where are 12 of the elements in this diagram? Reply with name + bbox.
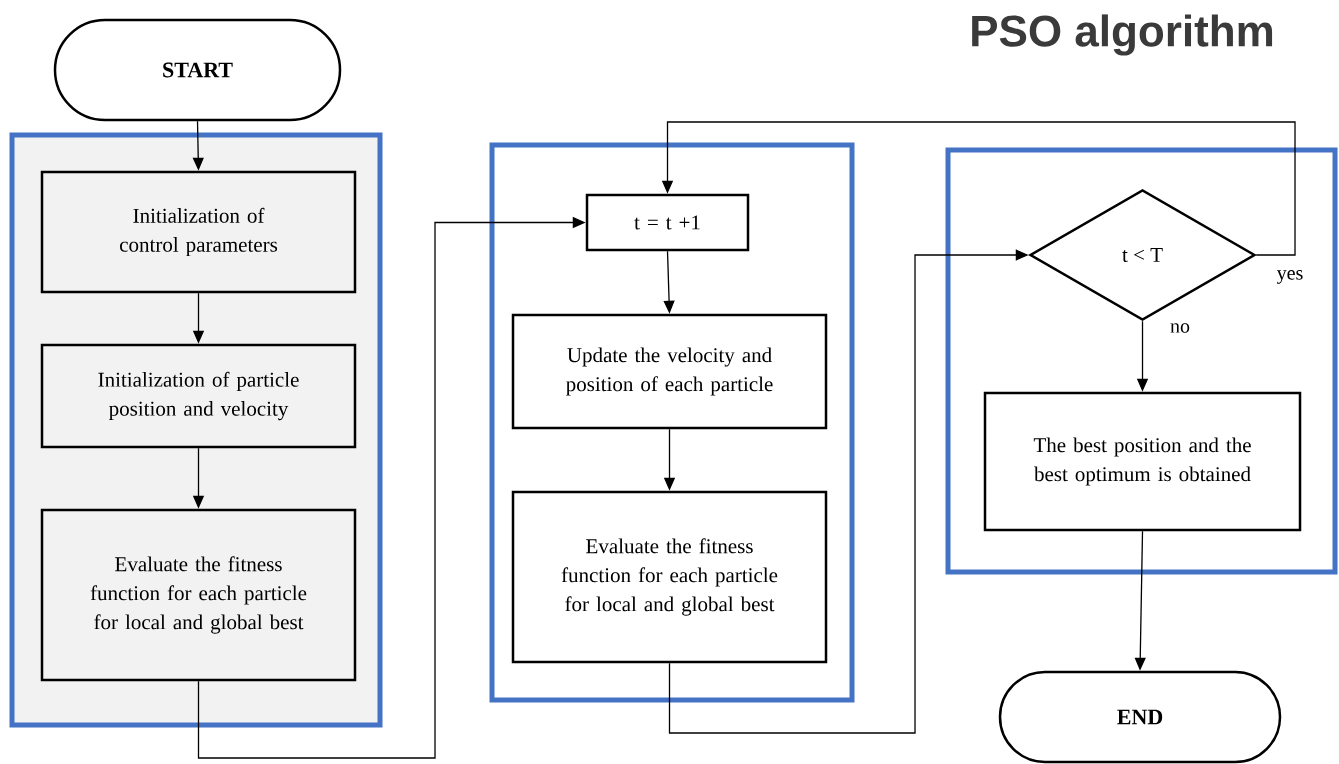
process-box: Evaluate the fitness function for each particle for local and global best (40, 508, 357, 682)
process-box: Initialization of particle position and velocity (40, 343, 357, 449)
process-box: Initialization of control parameters (40, 170, 357, 294)
terminal-node: END (998, 670, 1282, 764)
process-box: The best position and the best optimum is obtained (983, 391, 1302, 532)
process-box: Update the velocity and position of each particle (511, 313, 828, 430)
edge-label: no (1168, 321, 1192, 335)
edge-label: yes (1274, 268, 1306, 286)
title: PSO algorithm (972, 14, 1273, 56)
process-box: Evaluate the fitness function for each particle for local and global best (511, 490, 828, 664)
process-box: t = t +1 (585, 193, 750, 252)
terminal-node: START (53, 18, 342, 122)
